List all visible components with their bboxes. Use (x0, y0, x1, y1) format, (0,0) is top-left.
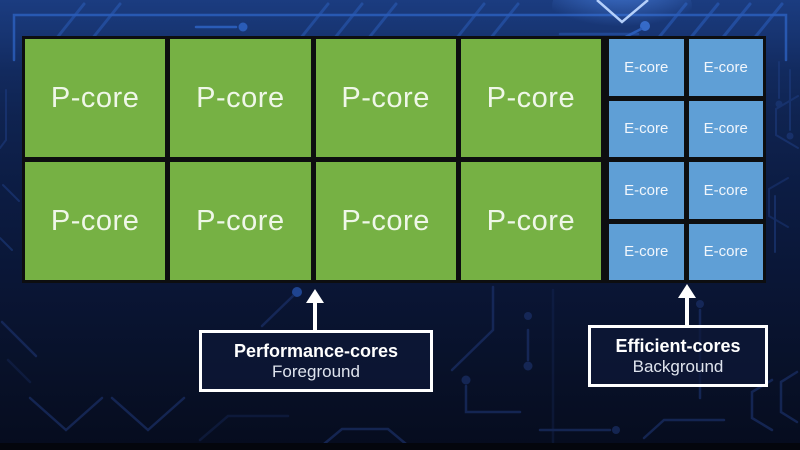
e-core-cell: E-core (609, 223, 684, 280)
efficient-arrow (678, 284, 696, 325)
callout-subtitle: Foreground (272, 361, 360, 381)
e-core-cell: E-core (688, 100, 763, 157)
performance-arrow (306, 289, 324, 330)
p-core-cell: P-core (460, 39, 601, 157)
e-core-cell: E-core (688, 223, 763, 280)
e-core-cell: E-core (688, 39, 763, 96)
arrow-up-icon (306, 289, 324, 303)
top-glow (552, 0, 692, 40)
p-core-cell: P-core (170, 39, 311, 157)
arrow-up-icon (678, 284, 696, 298)
efficient-cores-callout: Efficient-cores Background (588, 325, 768, 387)
p-core-cell: P-core (315, 162, 456, 280)
top-glow-beams (596, 0, 649, 24)
p-core-cell: P-core (460, 162, 601, 280)
p-core-cell: P-core (25, 39, 166, 157)
e-core-cell: E-core (609, 162, 684, 219)
arrow-shaft (313, 303, 317, 330)
cpu-die-grid: P-core P-core P-core P-core P-core P-cor… (22, 36, 766, 283)
arrow-shaft (685, 298, 689, 325)
p-core-cell: P-core (315, 39, 456, 157)
callout-subtitle: Background (632, 356, 724, 376)
e-core-cluster: E-core E-core E-core E-core E-core E-cor… (609, 39, 763, 280)
e-core-cell: E-core (609, 100, 684, 157)
callout-title: Efficient-cores (615, 335, 741, 356)
p-core-cell: P-core (170, 162, 311, 280)
callout-title: Performance-cores (233, 340, 399, 361)
performance-cores-callout: Performance-cores Foreground (199, 330, 433, 392)
e-core-cell: E-core (609, 39, 684, 96)
e-core-cell: E-core (688, 162, 763, 219)
bottom-letterbox-bar (0, 443, 800, 450)
p-core-cell: P-core (25, 162, 166, 280)
circuit-pattern-sides (0, 61, 799, 253)
p-core-cluster: P-core P-core P-core P-core P-core P-cor… (25, 39, 601, 280)
